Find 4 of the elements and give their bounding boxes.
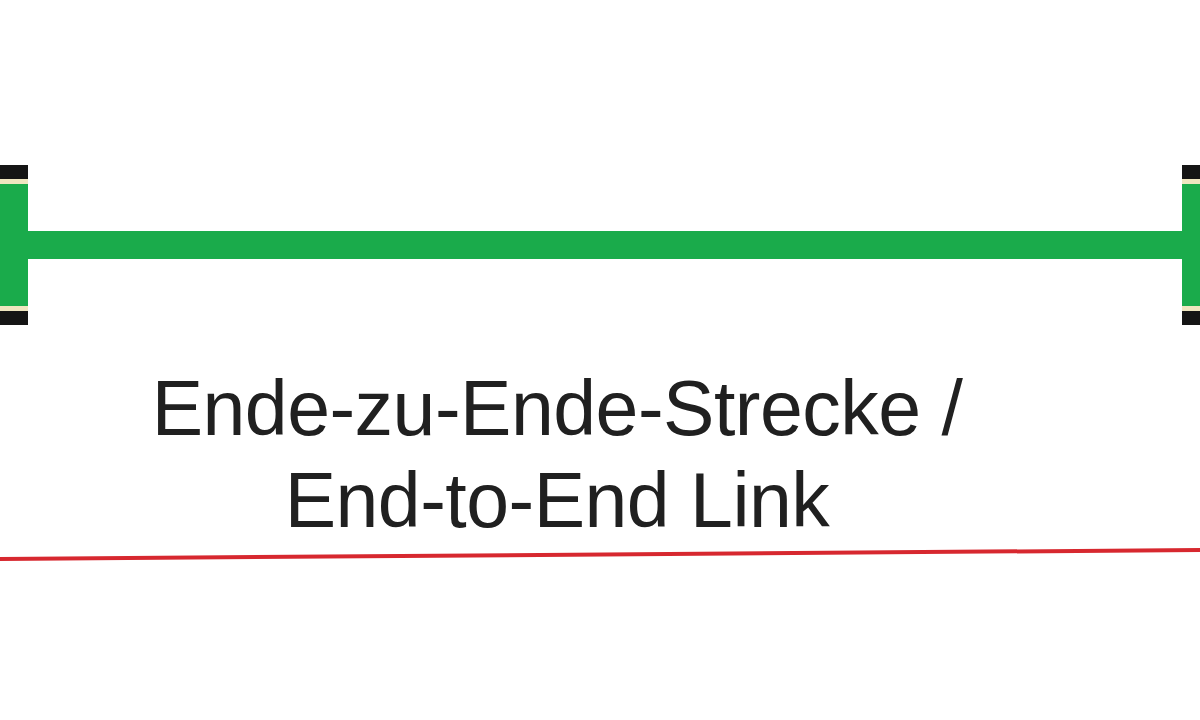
edge-label: Ende-zu-Ende-Strecke / End-to-End Link [150, 364, 964, 545]
connector-plug [1182, 165, 1200, 325]
connector-plug [0, 165, 28, 325]
link-line [28, 231, 1182, 259]
